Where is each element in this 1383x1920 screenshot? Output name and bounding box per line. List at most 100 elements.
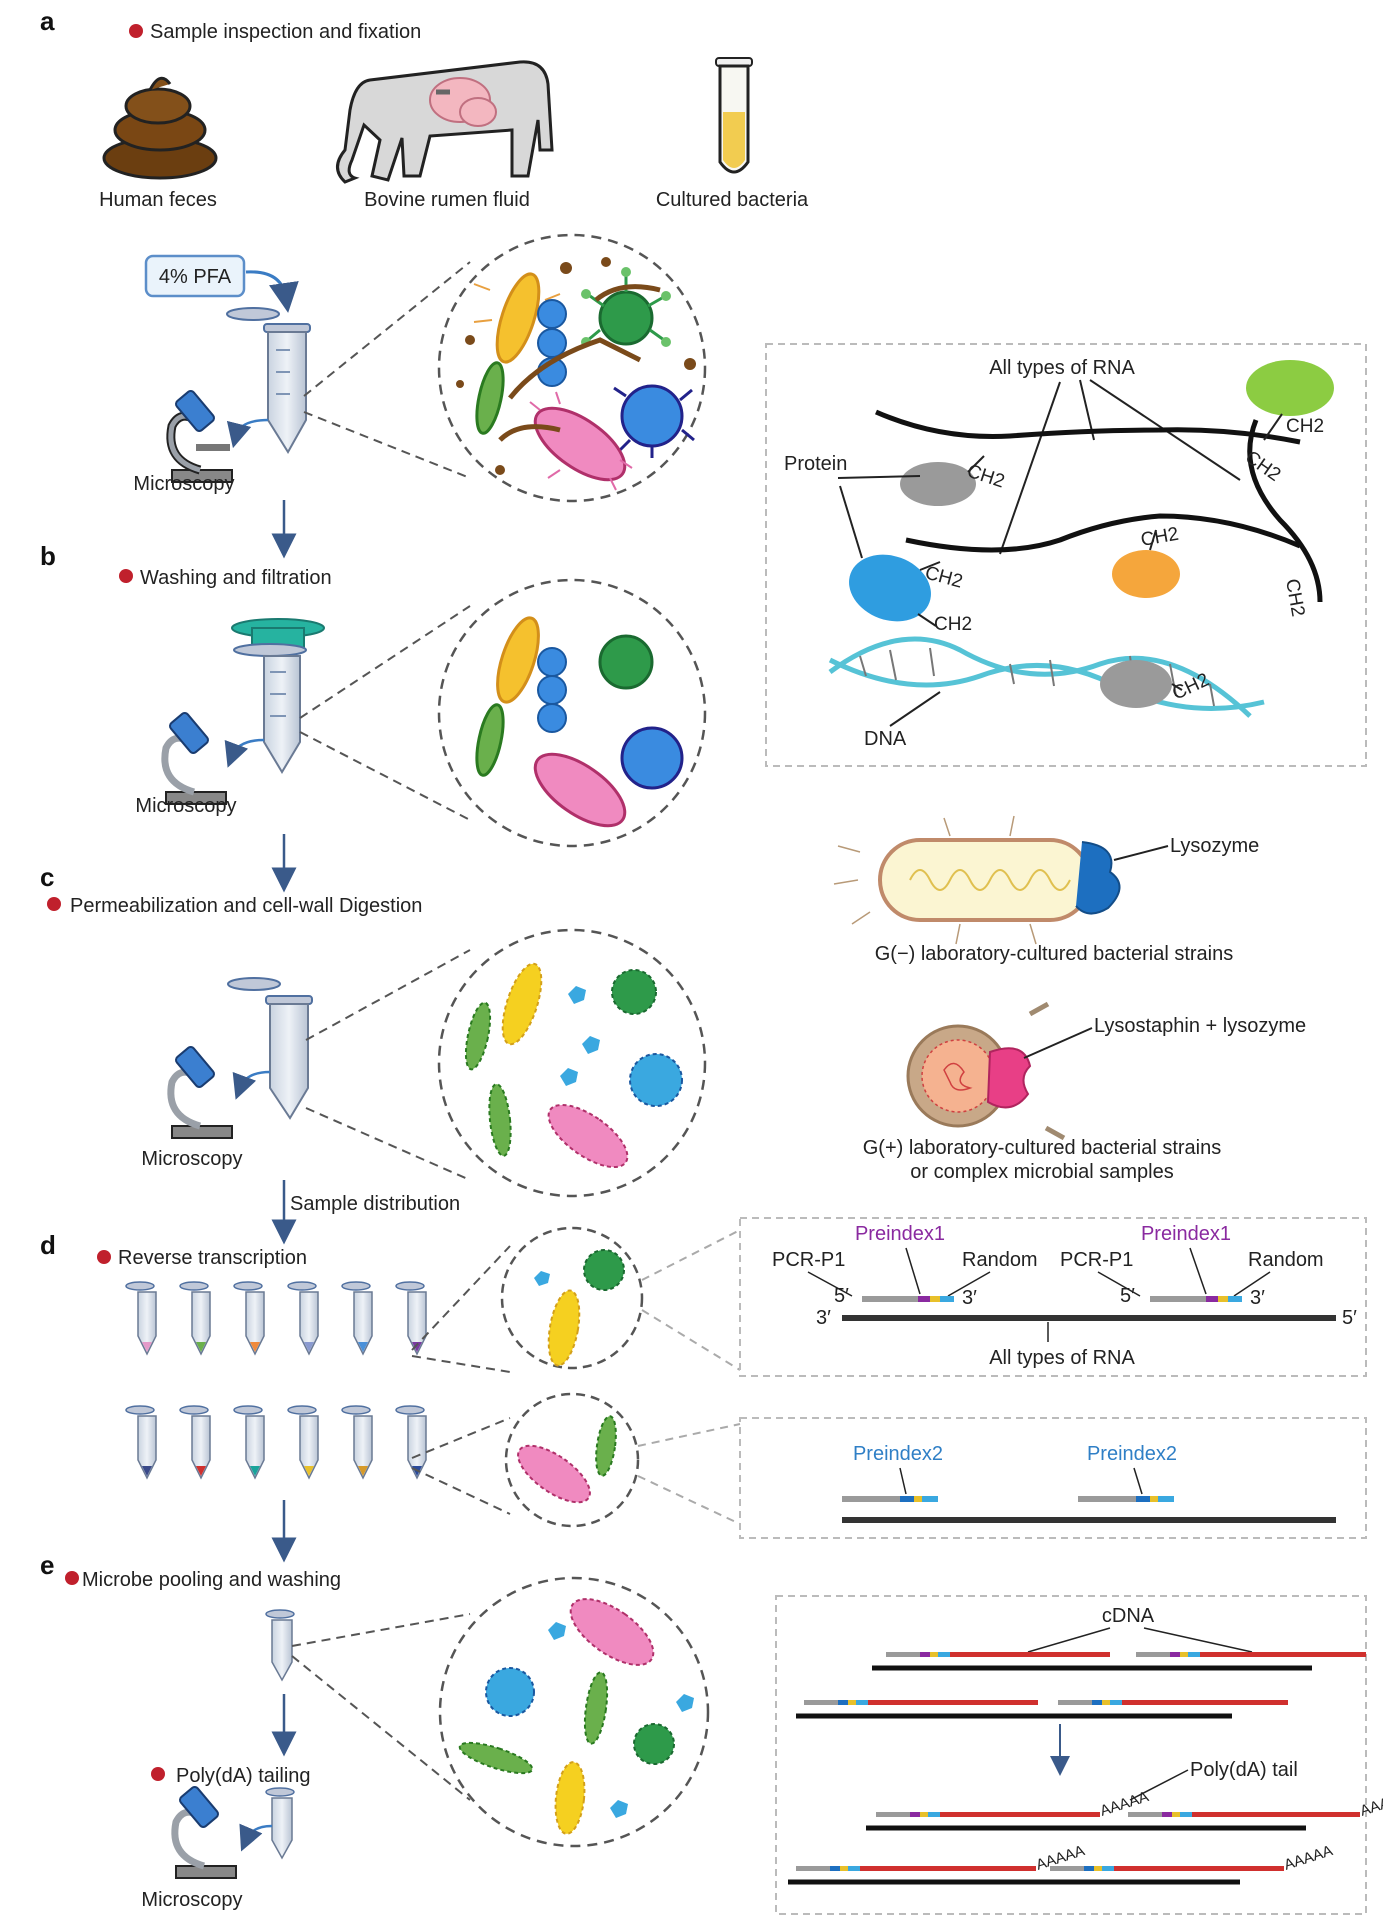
test-tube-icon [715,57,753,174]
cdna-strand [1058,1700,1288,1705]
microbe-circle-e [438,1576,710,1848]
protein-grey [900,462,976,506]
polyda-text: AAAAA [1282,1842,1335,1874]
protein-grey [1100,660,1172,708]
step-title-e: Microbe pooling and washing [82,1569,341,1591]
five-prime-label: 5′ [834,1285,849,1307]
microscopy-label-e: Microscopy [141,1889,242,1911]
protein-blue [849,554,931,622]
protein-orange [1112,550,1180,598]
gpos-caption-2: or complex microbial samples [910,1161,1173,1183]
protein-green [1246,360,1334,416]
bullet-icon [47,897,61,911]
microbe-circle-d1 [500,1226,644,1370]
primer-1 [862,1296,954,1302]
preindex2-label: Preindex2 [1087,1443,1177,1465]
preindex2-box [739,1417,1367,1539]
tube-row-2 [125,1405,427,1480]
preindex1-label: Preindex1 [855,1223,945,1245]
rna-strand [905,513,1301,553]
eppendorf-tube-icon [265,1787,295,1860]
three-prime-label: 3′ [816,1307,831,1329]
cdna-strand: AAAAA [876,1788,1151,1820]
bullet-icon [119,569,133,583]
ch2-label: CH2 [1286,416,1324,437]
microscopy-label-b: Microscopy [135,795,236,817]
microscope-icon [166,390,233,483]
eppendorf-tube-icon [233,1405,265,1480]
primer-2 [1150,1296,1242,1302]
polyda-text: AAAAA [1358,1788,1383,1820]
sample-label-culture: Cultured bacteria [656,189,809,211]
lysostaphin-label: Lysostaphin + lysozyme [1094,1015,1306,1037]
five-prime-label: 5′ [1342,1307,1357,1329]
eppendorf-tube-icon [341,1281,373,1356]
ch2-label: CH2 [1281,577,1308,618]
preindex2-label: Preindex2 [853,1443,943,1465]
protein-label: Protein [784,453,847,475]
microbe-circle-c [437,928,707,1198]
rna-strand [874,409,1301,445]
microbe-circle-d2 [504,1392,640,1528]
cdna-strand [1136,1652,1366,1657]
panel-letter-a: a [40,6,55,36]
random-label: Random [962,1249,1038,1271]
microscopy-label-a: Microscopy [133,473,234,495]
step-title-c: Permeabilization and cell-wall Digestion [70,895,422,917]
ch2-label: CH2 [1139,524,1180,551]
eppendorf-tube-icon [395,1281,427,1356]
cow-icon [336,60,554,184]
cdna-strand [886,1652,1110,1657]
eppendorf-tube-icon [179,1281,211,1356]
eppendorf-tube-icon [287,1405,319,1480]
step-title-b: Washing and filtration [140,567,332,589]
primer-3 [842,1496,938,1502]
rt-primer-box [739,1217,1367,1377]
cdna-label: cDNA [1102,1605,1155,1627]
microscope-icon [171,1786,237,1879]
eppendorf-tube-icon [233,1281,265,1356]
rna-label: All types of RNA [989,357,1135,379]
crosslink-box [765,343,1367,767]
lysozyme-label: Lysozyme [1170,835,1259,857]
microscope-icon [167,1046,233,1139]
bullet-icon [129,24,143,38]
eppendorf-tube-icon [341,1405,373,1480]
panel-letter-e: e [40,1550,54,1580]
eppendorf-tube-icon [179,1405,211,1480]
feces-icon [102,76,218,180]
panel-letter-d: d [40,1230,56,1260]
cdna-strand: AAAAA [1128,1788,1383,1820]
microscope-icon [161,712,227,805]
eppendorf-tube-icon [265,1609,295,1682]
panel-letter-c: c [40,862,54,892]
gram-positive-cell [906,1001,1066,1141]
eppendorf-tube-icon [227,977,313,1120]
step-title-d: Reverse transcription [118,1247,307,1269]
eppendorf-tube-icon [125,1281,157,1356]
gneg-caption: G(−) laboratory-cultured bacterial strai… [875,943,1233,965]
eppendorf-tube-icon [287,1281,319,1356]
tube-row-1 [125,1281,427,1356]
bullet-icon [65,1571,79,1585]
random-label: Random [1248,1249,1324,1271]
preindex1-label: Preindex1 [1141,1223,1231,1245]
filter-tube-icon [231,618,325,774]
primer-4 [1078,1496,1174,1502]
polyda-tail-label: Poly(dA) tail [1190,1759,1298,1781]
eppendorf-tube-icon [226,307,311,454]
pfa-reagent-label: 4% PFA [159,266,232,288]
gram-negative-cell [833,815,1121,945]
tailing-title: Poly(dA) tailing [176,1765,311,1787]
pfa-add-arrow [245,270,299,313]
sample-label-feces: Human feces [99,189,217,211]
panel-letter-b: b [40,541,56,571]
pcr-p1-label: PCR-P1 [772,1249,845,1271]
rna-strand [1247,419,1323,603]
three-prime-label: 3′ [1250,1287,1265,1309]
bullet-icon [151,1767,165,1781]
microbe-circle-b [437,578,707,848]
sample-distribution-label: Sample distribution [290,1193,460,1215]
